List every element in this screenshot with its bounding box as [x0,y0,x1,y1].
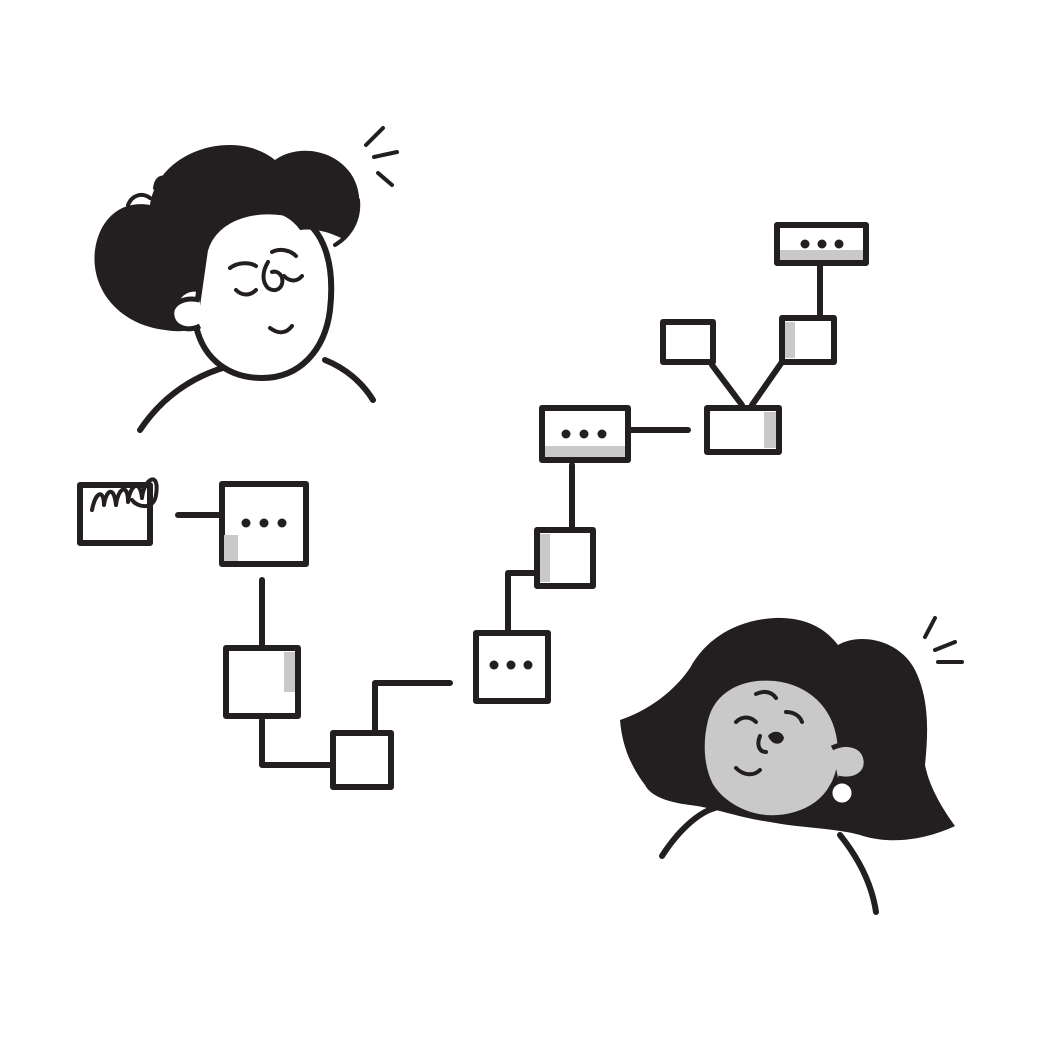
node-box-2 [223,645,301,719]
person-top-left-face [191,208,335,382]
dot-icon [277,518,287,528]
person-bottom-right-eye-right [768,731,784,744]
person-top-left-brow-left [228,261,258,270]
person-top-left-hair-edge [333,198,361,247]
flow-connectors [175,262,823,768]
node-ellipsis-box-6 [539,405,631,463]
person-bottom-right-spark-marks [923,616,964,664]
person-top-left-eye-left [234,288,258,297]
person-bottom-right-ear [830,742,869,782]
node-box-5 [534,527,596,589]
person-bottom-right-brow-left [754,689,778,700]
person-bottom-right [620,616,964,915]
node-box-7 [704,405,782,455]
person-top-left-spark-marks [364,126,399,187]
node-scribble-box [77,477,159,546]
person-bottom-right-brow-right [784,710,804,724]
node-ellipsis-box-1 [219,481,309,567]
node-ellipsis-box-10 [774,222,869,266]
person-bottom-right-shoulders [659,805,879,915]
dot-icon [597,429,607,439]
dot-icon [800,239,810,249]
person-top-left-hair-strand [126,175,168,207]
dot-icon [817,239,827,249]
person-top-left-nose [261,260,285,293]
connector-2-to-3 [259,717,333,768]
dot-icon [834,239,844,249]
node-box-3 [330,730,394,790]
node-ellipsis-box-4 [473,630,551,704]
earring-icon [827,778,857,808]
person-top-left-eye-right [282,274,304,283]
dot-icon [506,660,516,670]
connector-7-to-8 [709,362,745,408]
person-top-left-hair [94,145,360,332]
node-box-8 [660,319,716,365]
person-bottom-right-eye-left [734,715,758,724]
person-bottom-right-mouth [734,766,762,777]
flow-nodes [77,222,869,790]
person-bottom-right-nose [756,734,768,754]
person-top-left-mouth [268,324,294,335]
dot-icon [241,518,251,528]
connector-3-to-4 [372,680,453,733]
connector-7-to-9 [749,359,785,408]
node-box-9 [779,315,837,365]
person-bottom-right-face [698,674,844,822]
dot-icon [523,660,533,670]
dot-icon [561,429,571,439]
person-top-left [94,126,399,433]
connector-4-to-5 [505,570,538,633]
dot-icon [489,660,499,670]
person-top-left-brow-right [270,247,298,258]
dot-icon [259,518,269,528]
person-top-left-ear [169,296,202,332]
dot-icon [579,429,589,439]
scribble-icon [90,477,159,512]
